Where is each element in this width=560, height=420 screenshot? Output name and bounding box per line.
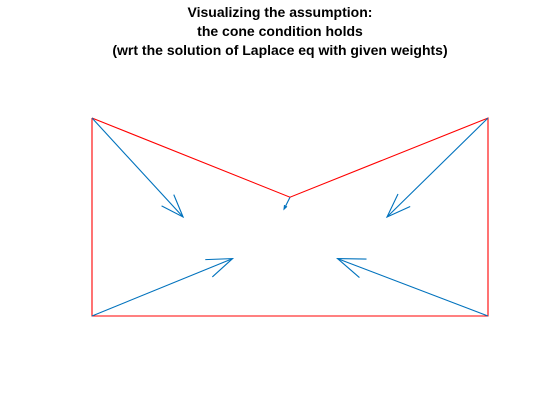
- chart-title-line-1: Visualizing the assumption:: [187, 4, 373, 20]
- vector-arrow-5: [283, 196, 291, 211]
- vector-arrow-4: [336, 258, 489, 317]
- vector-arrow-1: [91, 117, 185, 219]
- vector-arrow-2: [385, 117, 489, 219]
- chart-title: Visualizing the assumption: the cone con…: [0, 3, 560, 60]
- chart-title-line-3: (wrt the solution of Laplace eq with giv…: [112, 42, 448, 58]
- boundary-polygon-line: [91, 117, 489, 317]
- vector-arrow-3: [91, 257, 235, 317]
- chart-title-line-2: the cone condition holds: [197, 23, 363, 39]
